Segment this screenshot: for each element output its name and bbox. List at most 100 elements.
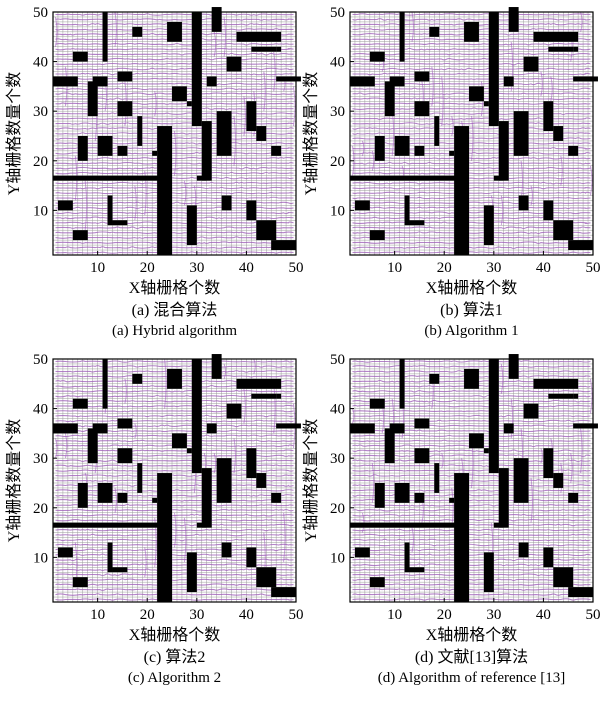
y-tick-label: 30 [33,451,48,467]
obstacle [543,448,554,479]
plot-frame [349,11,594,256]
obstacle [246,200,257,221]
y-tick-label: 30 [33,104,48,120]
obstacle [469,433,484,449]
obstacle [503,423,514,434]
obstacle [568,587,593,598]
obstacle [221,195,232,211]
obstacle [152,150,158,156]
obstacle [186,552,197,593]
obstacle [201,468,212,528]
obstacle [399,359,405,409]
obstacle [53,522,163,528]
x-tick-label: 40 [536,260,551,276]
x-tick-label: 20 [140,260,155,276]
x-axis-label: X轴栅格个数 [426,626,518,644]
x-tick-label: 10 [387,260,402,276]
obstacle [533,31,579,42]
obstacle [92,76,108,87]
obstacle [92,423,108,434]
obstacle [186,448,192,454]
y-axis-label: Y轴栅格数量个数 [302,72,320,196]
y-axis-label: Y轴栅格数量个数 [5,72,23,196]
obstacle [201,121,212,181]
x-axis-label: X轴栅格个数 [129,279,221,297]
obstacle [513,458,529,503]
obstacle [508,354,519,379]
obstacle [449,497,455,503]
obstacle [573,76,598,82]
obstacle [414,492,425,503]
x-tick-label: 10 [387,607,402,623]
y-tick-label: 50 [330,5,345,21]
y-tick-label: 30 [330,451,345,467]
y-tick-label: 10 [330,550,345,566]
y-tick-label: 40 [33,402,48,418]
obstacle [191,359,202,474]
obstacle [350,423,375,434]
obstacle [469,86,484,102]
y-tick-label: 10 [330,203,345,219]
panel-caption-en: (b) Algorithm 1 [424,323,518,339]
obstacle [256,220,277,241]
obstacle [271,492,282,503]
obstacle [573,423,598,429]
obstacle [543,101,554,132]
panel-caption-cn: (b) 算法1 [440,300,503,319]
y-tick-label: 10 [33,550,48,566]
y-tick-label: 20 [330,154,345,170]
obstacle [548,46,574,52]
obstacle [211,7,222,32]
x-tick-label: 30 [189,260,204,276]
obstacle [186,205,197,246]
obstacle [533,378,579,389]
obstacle [568,492,579,503]
x-tick-label: 40 [536,607,551,623]
x-tick-label: 30 [486,260,501,276]
obstacle [102,12,108,62]
obstacle [102,359,108,409]
obstacle [87,81,98,117]
obstacle [523,56,539,72]
x-tick-label: 30 [486,607,501,623]
obstacle [221,542,232,558]
x-tick-label: 40 [239,607,254,623]
obstacle [107,542,113,573]
obstacle [87,428,98,464]
obstacle [464,368,479,389]
obstacle [226,403,242,419]
obstacle [72,51,88,62]
panel-caption-cn: (a) 混合算法 [132,300,218,319]
obstacle [369,398,385,409]
obstacle [271,240,296,251]
obstacle [543,547,554,568]
obstacle [117,145,128,156]
obstacle [112,220,128,226]
obstacle [414,145,425,156]
obstacle [498,121,509,181]
obstacle [137,116,143,146]
obstacle [369,577,385,588]
obstacle [256,126,267,141]
x-tick-label: 40 [239,260,254,276]
obstacle [568,145,579,156]
obstacle [117,448,133,464]
obstacle [483,205,494,246]
obstacle [399,12,405,62]
obstacle [246,448,257,479]
obstacle [191,12,202,127]
obstacle [157,126,173,256]
y-tick-label: 10 [33,203,48,219]
obstacle [256,567,277,588]
obstacle [553,567,574,588]
obstacle [132,26,143,37]
obstacle [374,135,385,161]
x-axis-label: X轴栅格个数 [426,279,518,297]
obstacle [117,492,128,503]
obstacle [454,126,470,256]
obstacle [350,175,460,181]
